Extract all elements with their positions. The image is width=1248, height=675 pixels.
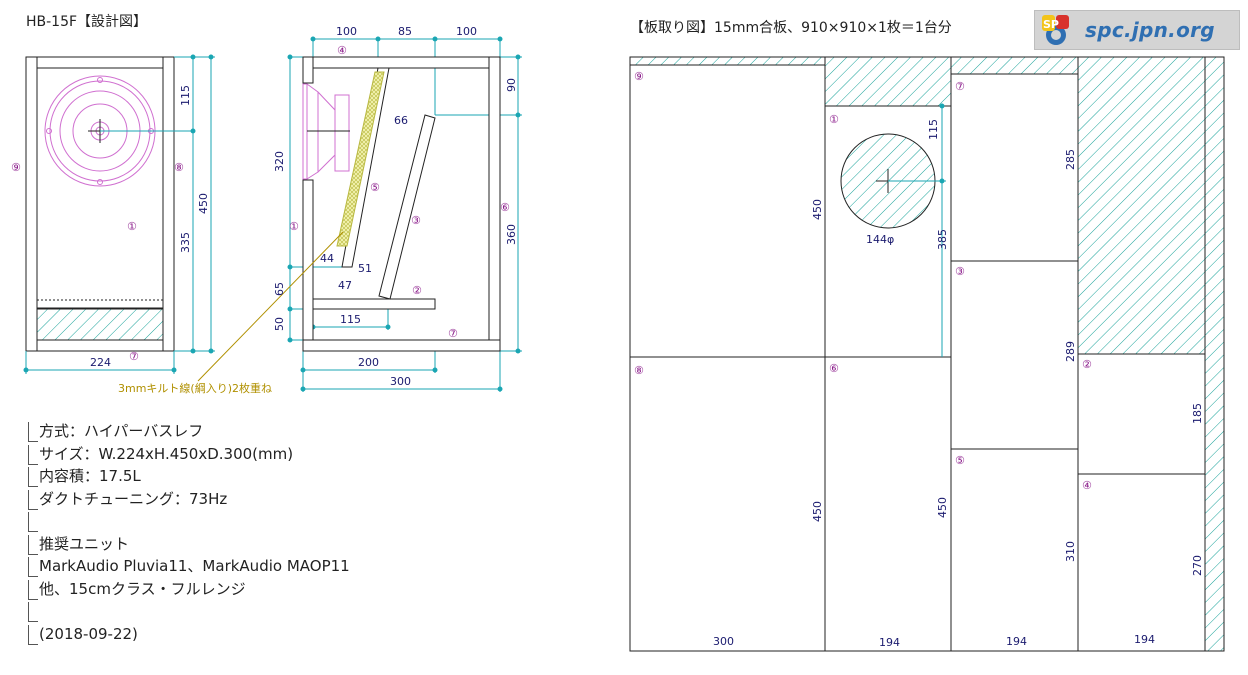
side-dim-51: 51 (358, 262, 372, 275)
cut-p6-width: 194 (879, 636, 900, 649)
logo-mark-letters: SP (1043, 18, 1059, 31)
cut-p3-height: 289 (1064, 341, 1077, 362)
site-logo[interactable]: SP spc.jpn.org (1034, 10, 1240, 50)
side-label-3: ③ (411, 214, 421, 227)
side-dim-320: 320 (273, 151, 286, 172)
front-dim-335: 335 (179, 232, 192, 253)
side-kilt-damping (336, 71, 385, 247)
side-dim-50: 50 (273, 317, 286, 331)
note-date: (2018-09-22) (26, 623, 350, 646)
cut-sheet (629, 56, 1225, 652)
front-label-9: ⑨ (11, 161, 21, 174)
cut-p9-width: 300 (713, 635, 734, 648)
note-method: 方式：ハイパーバスレフ (26, 420, 350, 443)
side-dim-300: 300 (390, 375, 411, 388)
note-tuning: ダクトチューニング：73Hz (26, 488, 350, 511)
cut-p1-hole-offset: 115 (927, 119, 940, 140)
cut-p5-height: 310 (1064, 541, 1077, 562)
side-label-5: ⑤ (370, 181, 380, 194)
side-label-2: ② (412, 284, 422, 297)
side-dim-115: 115 (340, 313, 361, 326)
cut-p5-width: 194 (1006, 635, 1027, 648)
cut-label-8: ⑧ (634, 364, 644, 377)
side-dim-360: 360 (505, 224, 518, 245)
cut-label-2: ② (1082, 358, 1092, 371)
side-dim-66: 66 (394, 114, 408, 127)
cut-p4-height: 270 (1191, 555, 1204, 576)
side-label-1: ① (289, 220, 299, 233)
cut-p6-height: 450 (936, 497, 949, 518)
note-blank-1 (26, 510, 350, 533)
front-label-8: ⑧ (174, 161, 184, 174)
side-top-100b: 100 (456, 25, 477, 38)
note-other-units: 他、15cmクラス・フルレンジ (26, 578, 350, 601)
spc-logo-icon: SP (1042, 15, 1069, 45)
kilt-leader-line (197, 231, 344, 382)
cut-label-1: ① (829, 113, 839, 126)
note-blank-2 (26, 600, 350, 623)
side-label-7: ⑦ (448, 327, 458, 340)
note-units: MarkAudio Pluvia11、MarkAudio MAOP11 (26, 555, 350, 578)
side-driver (302, 83, 350, 180)
front-dim-115: 115 (179, 85, 192, 106)
cut-label-3: ③ (955, 265, 965, 278)
design-title: HB-15F【設計図】 (26, 14, 147, 30)
side-dim-65: 65 (273, 282, 286, 296)
side-view (302, 56, 501, 352)
kilt-note: 3mmキルト線(綱入り)2枚重ね (118, 381, 272, 395)
side-label-6: ⑥ (500, 201, 510, 214)
cut-label-7: ⑦ (955, 80, 965, 93)
side-dimension-lines (287, 36, 522, 392)
front-dim-450: 450 (197, 193, 210, 214)
side-top-100a: 100 (336, 25, 357, 38)
cut-p1-hole-dia: 144φ (866, 233, 894, 246)
front-bottom-hatch (36, 308, 164, 341)
cut-label-4: ④ (1082, 479, 1092, 492)
cut-label-9: ⑨ (634, 70, 644, 83)
front-label-1: ① (127, 220, 137, 233)
cut-sheet-title: 【板取り図】15mm合板、910×910×1枚＝1台分 (630, 20, 952, 36)
front-label-7: ⑦ (129, 350, 139, 363)
side-dim-47: 47 (338, 279, 352, 292)
cut-p8-height: 450 (811, 501, 824, 522)
note-volume: 内容積：17.5L (26, 465, 350, 488)
cut-p2-height: 185 (1191, 403, 1204, 424)
spec-notes: 方式：ハイパーバスレフ サイズ：W.224xH.450xD.300(mm) 内容… (26, 420, 350, 645)
cut-p9-height: 450 (811, 199, 824, 220)
cut-label-6: ⑥ (829, 362, 839, 375)
note-size: サイズ：W.224xH.450xD.300(mm) (26, 443, 350, 466)
front-dim-224: 224 (90, 356, 111, 369)
side-dim-200: 200 (358, 356, 379, 369)
cut-p7-height: 285 (1064, 149, 1077, 170)
cut-p1-height: 385 (936, 229, 949, 250)
cut-label-5: ⑤ (955, 454, 965, 467)
logo-text: spc.jpn.org (1085, 18, 1215, 42)
cut-p4-width: 194 (1134, 633, 1155, 646)
front-dimension-lines (23, 54, 215, 374)
side-dim-90: 90 (505, 78, 518, 92)
side-label-4: ④ (337, 44, 347, 57)
side-top-85: 85 (398, 25, 412, 38)
front-view (25, 56, 175, 352)
note-recommended-heading: 推奨ユニット (26, 533, 350, 556)
side-dim-44: 44 (320, 252, 334, 265)
